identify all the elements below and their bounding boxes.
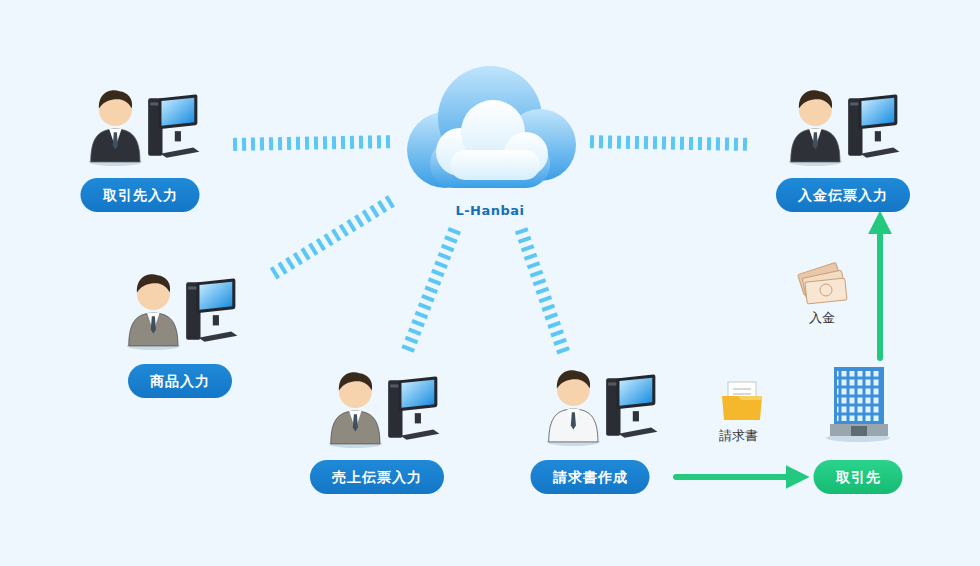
task-node: 商品入力 — [98, 265, 262, 398]
node-label: 請求書作成 — [531, 460, 650, 494]
cloud-node: L-Hanbai — [400, 60, 580, 220]
partner-node: 取引先 — [806, 362, 910, 494]
task-node: 請求書作成 — [508, 362, 672, 494]
system-name: L-Hanbai — [455, 203, 524, 218]
node-label: 売上伝票入力 — [310, 460, 444, 494]
network-link — [407, 229, 455, 352]
node-label: 入金伝票入力 — [776, 178, 910, 212]
worker-icon — [789, 90, 900, 166]
network-link — [521, 229, 564, 352]
document-icon — [722, 382, 762, 420]
task-node: 入金伝票入力 — [760, 80, 926, 212]
edge-label: 請求書 — [717, 427, 760, 445]
money-icon — [798, 262, 847, 304]
worker-icon — [547, 370, 658, 446]
node-label: 取引先 — [814, 460, 903, 494]
network-link — [232, 142, 390, 145]
network-link — [590, 142, 750, 145]
flow-arrow — [877, 220, 883, 358]
worker-icon — [329, 372, 440, 448]
node-label: 取引先入力 — [81, 178, 200, 212]
task-node: 売上伝票入力 — [295, 362, 459, 494]
edge-label: 入金 — [807, 309, 837, 327]
cloud-icon — [407, 66, 576, 188]
worker-icon — [127, 274, 238, 350]
flow-arrow — [676, 474, 800, 480]
worker-icon — [89, 90, 200, 166]
building-icon — [826, 367, 890, 442]
network-link — [271, 201, 392, 276]
node-label: 商品入力 — [128, 364, 232, 398]
task-node: 取引先入力 — [58, 80, 222, 212]
